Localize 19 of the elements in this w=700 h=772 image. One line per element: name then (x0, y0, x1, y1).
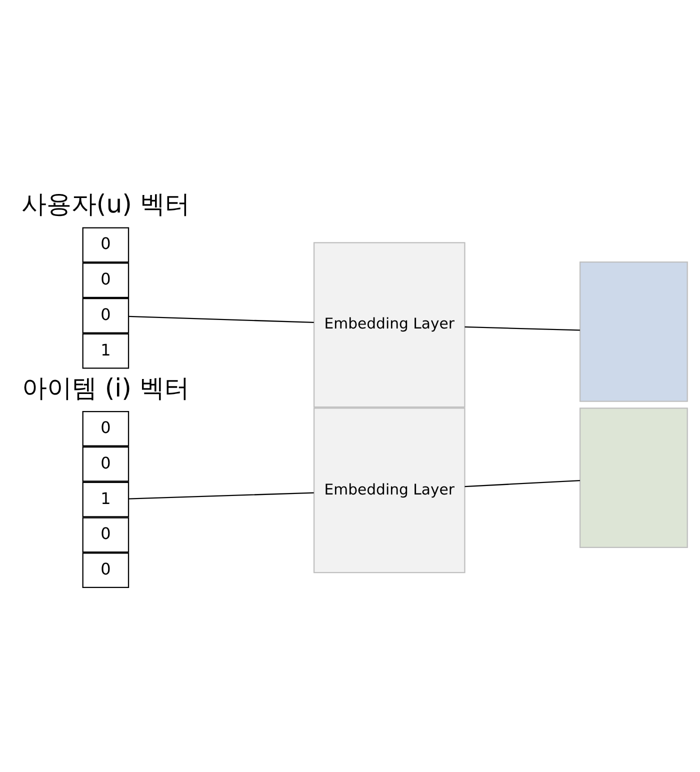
node-box: 0 (82, 516, 130, 552)
node-box (579, 407, 688, 548)
connector (128, 492, 314, 499)
node-box: 0 (82, 298, 130, 333)
label: 아이템 (i) 벡터 (22, 372, 190, 402)
connector (464, 326, 580, 330)
node-box (579, 261, 688, 402)
node-box: Embedding Layer (313, 242, 466, 408)
node-box: Embedding Layer (313, 407, 466, 573)
label: 사용자(u) 벡터 (21, 189, 190, 218)
node-box: 0 (82, 262, 130, 298)
node-box: 1 (82, 481, 130, 517)
node-box: 0 (82, 446, 130, 482)
node-box: 1 (82, 332, 130, 368)
node-box: 0 (82, 552, 130, 588)
node-box: 0 (82, 226, 130, 262)
node-box: 0 (82, 410, 130, 446)
connector (464, 480, 580, 487)
connector (128, 315, 314, 322)
